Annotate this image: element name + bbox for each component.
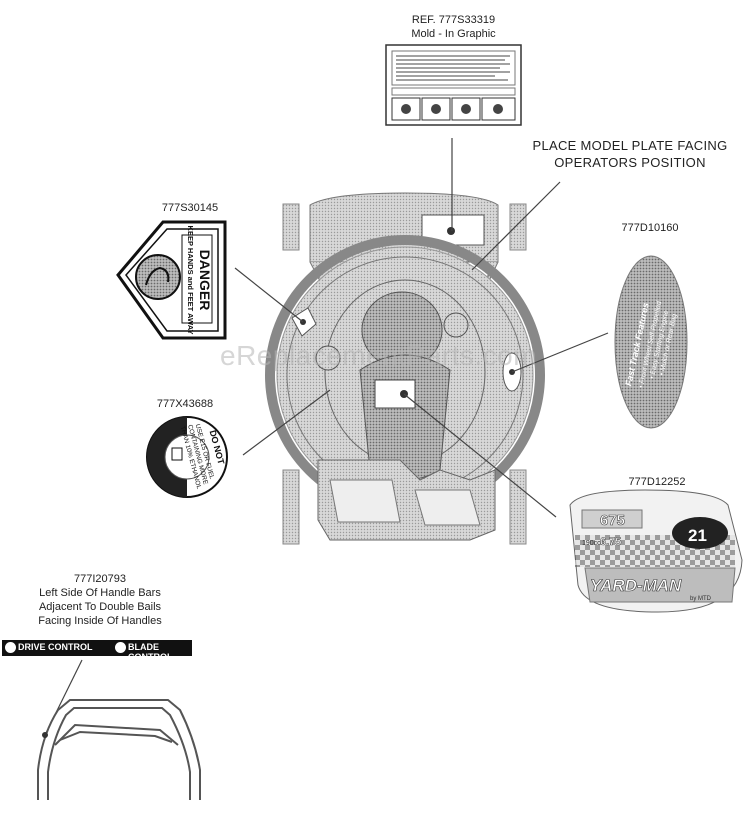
watermark: eReplacementParts.com [220,340,538,371]
control-decal-bar: DRIVE CONTROL BLADE CONTROL [2,640,192,662]
mold-label: Mold - In Graphic [411,28,496,40]
handle-note-3: Facing Inside Of Handles [38,615,162,627]
drive-control-icon [5,642,16,653]
ref-label: REF. 777S33319 [411,14,496,26]
danger-text: KEEP HANDS and FEET AWAY [186,226,195,335]
wheel-front-right [509,203,527,251]
svg-text:by MTD: by MTD [690,596,712,602]
danger-part-number: 777S30145 [161,202,219,214]
drive-control-text: DRIVE CONTROL [18,642,93,652]
oval-part-number: 777D10160 [621,222,679,234]
danger-decal [116,220,227,340]
danger-title: DANGER [197,250,213,311]
yardman-part-number: 777D12252 [628,476,686,488]
model-plate-label-2: OPERATORS POSITION [554,155,706,170]
wheel-front-left [282,203,300,251]
svg-text:675: 675 [600,512,625,529]
ethanol-part-number: 777X43688 [156,398,214,410]
fuel-can-icon [171,447,183,461]
handle-note-2: Adjacent To Double Bails [38,601,162,613]
handle-part-number: 777I20793 [74,573,126,585]
yardman-decal [569,489,743,613]
instruction-decal [385,44,522,126]
mower-deck [265,192,545,545]
wheel-rear-right [509,469,527,545]
svg-text:YARD-MAN: YARD-MAN [590,576,682,595]
blade-control-text: BLADE CONTROL [128,642,173,662]
handle-bars [37,699,201,800]
handle-note-1: Left Side Of Handle Bars [39,587,161,599]
svg-text:6.75: 6.75 [600,536,621,548]
model-plate-label-1: PLACE MODEL PLATE FACING [532,138,728,153]
svg-text:190cc: 190cc [582,540,601,547]
blade-control-icon [115,642,126,653]
ethanol-decal [146,416,228,498]
svg-text:21: 21 [688,526,707,545]
wheel-rear-left [282,469,300,545]
features-oval-decal [614,255,688,429]
hand-warning-icon [135,254,181,300]
